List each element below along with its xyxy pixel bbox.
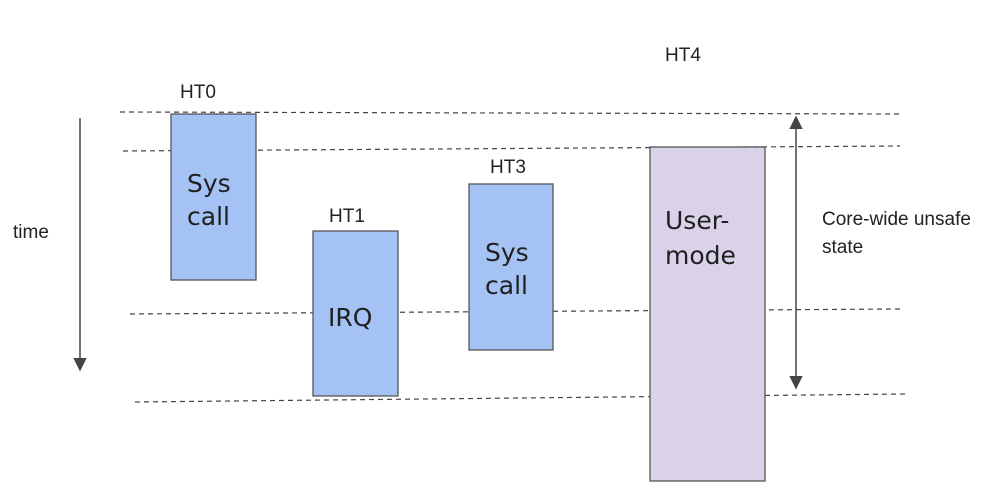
ht3-syscall-box [468,183,554,351]
ht4-header: HT4 [665,45,701,66]
ht1-box-line-1: IRQ [328,303,372,332]
ht1-header: HT1 [329,206,365,227]
annotation-line-2: state [822,237,863,258]
time-label: time [13,222,49,243]
ht1-irq-box [312,230,399,397]
ht4-box-line-2: mode [665,241,736,270]
ht0-syscall-box [170,113,257,281]
dashed-line-3 [129,308,901,315]
annotation-line-1: Core-wide unsafe [822,209,971,230]
ht0-header: HT0 [180,82,216,103]
ht0-box-line-2: call [187,202,230,231]
ht3-header: HT3 [490,157,526,178]
ht4-box-line-1: User- [665,206,729,235]
ht3-box-line-2: call [485,271,528,300]
dashed-line-4 [134,393,906,403]
ht4-usermode-box [649,146,766,482]
dashed-line-1 [119,111,901,115]
ht3-box-line-1: Sys [485,238,529,267]
ht0-box-line-1: Sys [187,169,231,198]
